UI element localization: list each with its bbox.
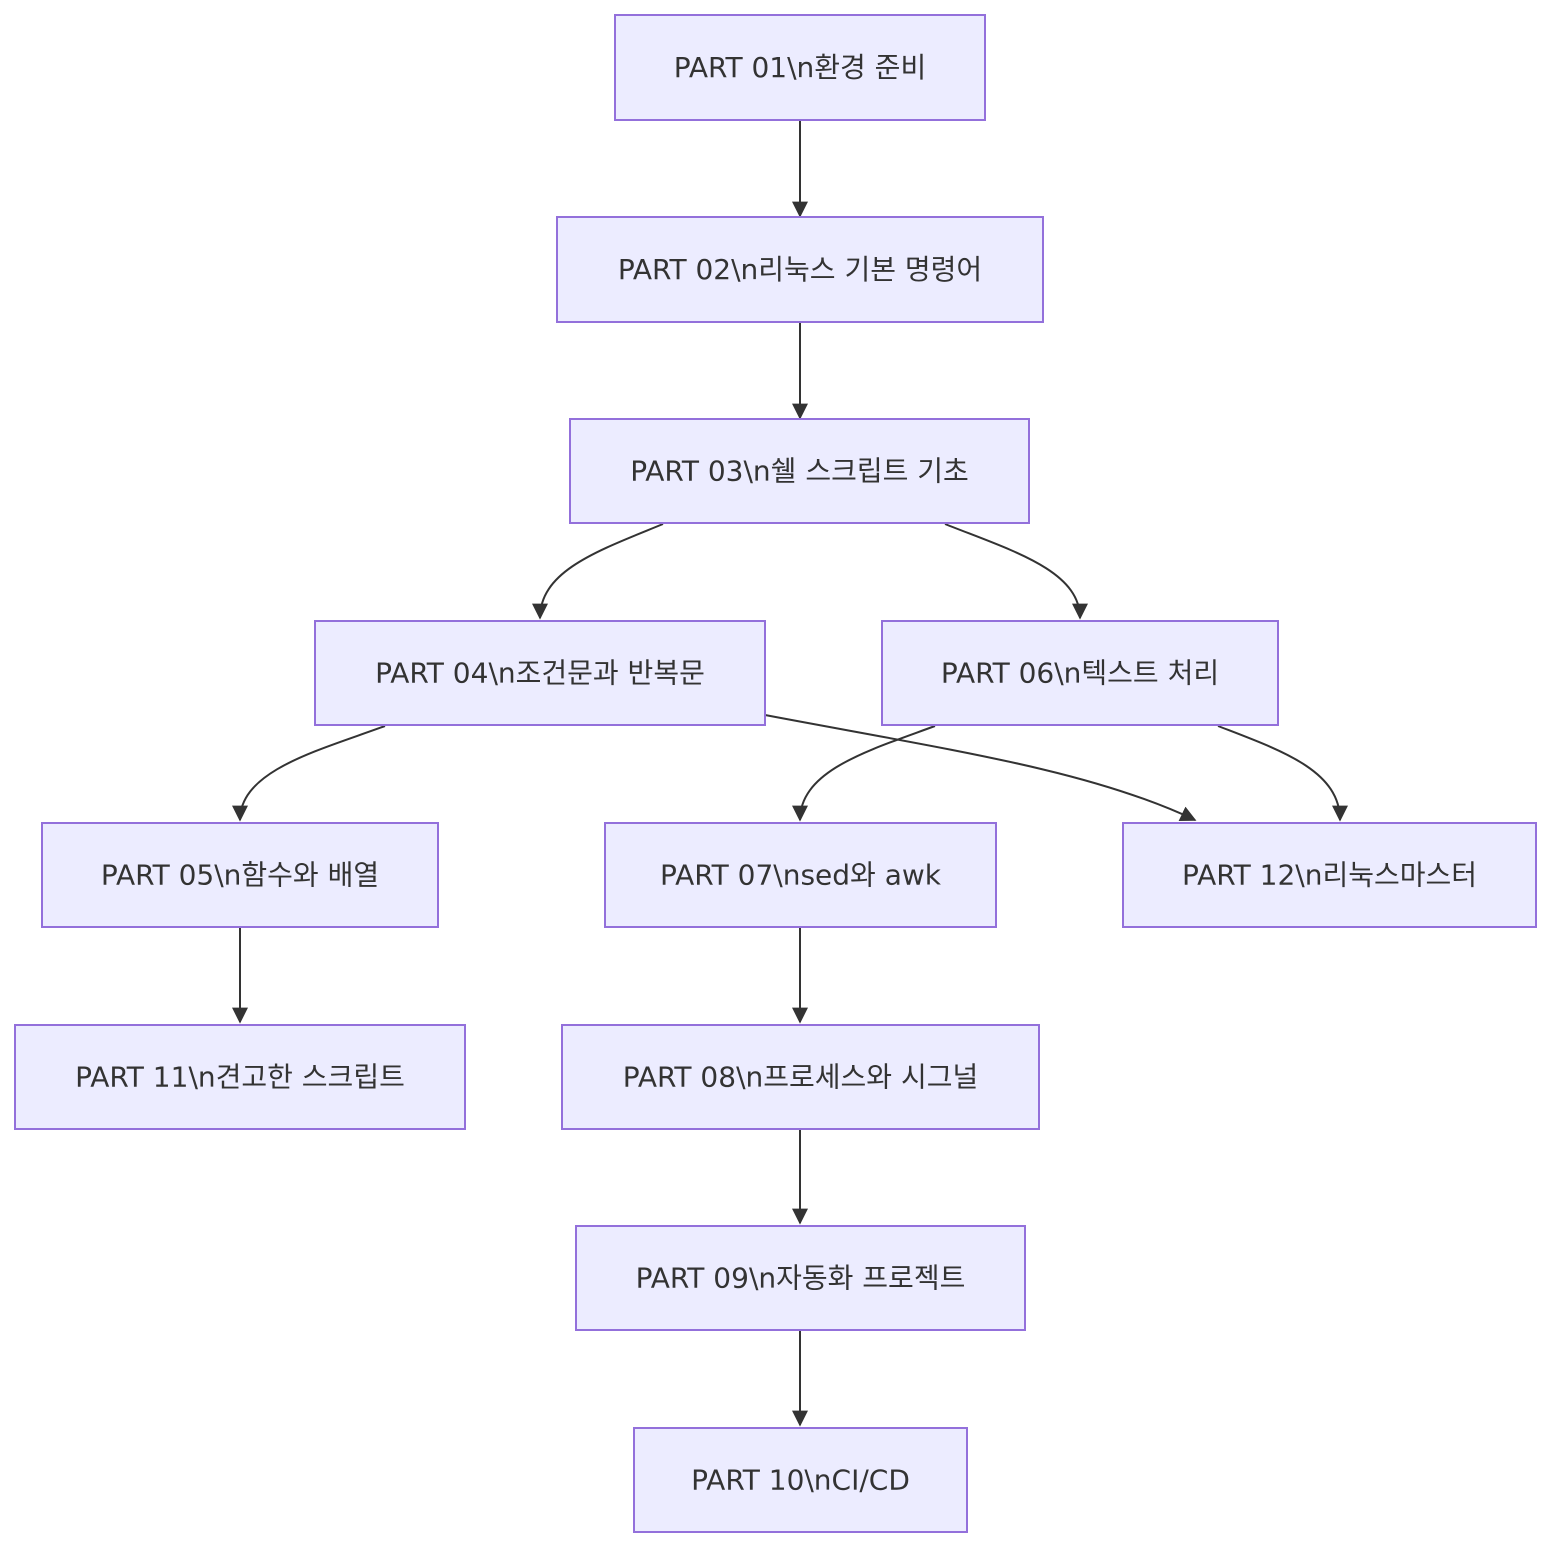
node-box [575, 1225, 1026, 1331]
edges [232, 121, 1348, 1427]
node-label: PART 08\n프로세스와 시그널 [623, 1061, 978, 1094]
node-p02: PART 02\n리눅스 기본 명령어 [556, 216, 1044, 323]
node-p04: PART 04\n조건문과 반복문 [314, 620, 766, 726]
node-p08: PART 08\n프로세스와 시그널 [561, 1024, 1040, 1130]
node-box [314, 620, 766, 726]
edge-p06-to-p07 [792, 725, 936, 822]
edge-p06-to-p12 [1217, 725, 1348, 822]
node-p09: PART 09\n자동화 프로젝트 [575, 1225, 1026, 1331]
node-p12: PART 12\n리눅스마스터 [1122, 822, 1537, 928]
node-label: PART 10\nCI/CD [691, 1464, 910, 1497]
node-label: PART 05\n함수와 배열 [101, 859, 379, 892]
node-box [614, 14, 986, 121]
node-label: PART 09\n자동화 프로젝트 [636, 1262, 966, 1295]
node-label: PART 12\n리눅스마스터 [1182, 859, 1477, 892]
node-box [569, 418, 1030, 524]
node-label: PART 07\nsed와 awk [660, 859, 942, 892]
edge-p03-to-p06 [944, 523, 1088, 620]
node-label: PART 02\n리눅스 기본 명령어 [618, 253, 982, 286]
edge-p04-to-p05 [232, 725, 386, 822]
node-p10: PART 10\nCI/CD [633, 1427, 968, 1533]
node-p06: PART 06\n텍스트 처리 [881, 620, 1279, 726]
node-box [1122, 822, 1537, 928]
node-label: PART 01\n환경 준비 [674, 51, 926, 84]
node-p11: PART 11\n견고한 스크립트 [14, 1024, 466, 1130]
node-label: PART 03\n쉘 스크립트 기초 [630, 455, 969, 488]
node-p07: PART 07\nsed와 awk [604, 822, 997, 928]
node-box [556, 216, 1044, 323]
node-box [881, 620, 1279, 726]
edge-p04-to-p12 [764, 714, 1197, 822]
node-box [41, 822, 439, 928]
node-box [561, 1024, 1040, 1130]
node-box [604, 822, 997, 928]
node-label: PART 11\n견고한 스크립트 [75, 1061, 405, 1094]
nodes: PART 01\n환경 준비 PART 02\n리눅스 기본 명령어 PART 03… [14, 14, 1537, 1533]
node-p01: PART 01\n환경 준비 [614, 14, 986, 121]
node-label: PART 06\n텍스트 처리 [941, 657, 1219, 690]
edge-p03-to-p04 [532, 523, 664, 620]
node-p05: PART 05\n함수와 배열 [41, 822, 439, 928]
node-p03: PART 03\n쉘 스크립트 기초 [569, 418, 1030, 524]
node-box [14, 1024, 466, 1130]
node-box [633, 1427, 968, 1533]
node-label: PART 04\n조건문과 반복문 [375, 657, 705, 690]
